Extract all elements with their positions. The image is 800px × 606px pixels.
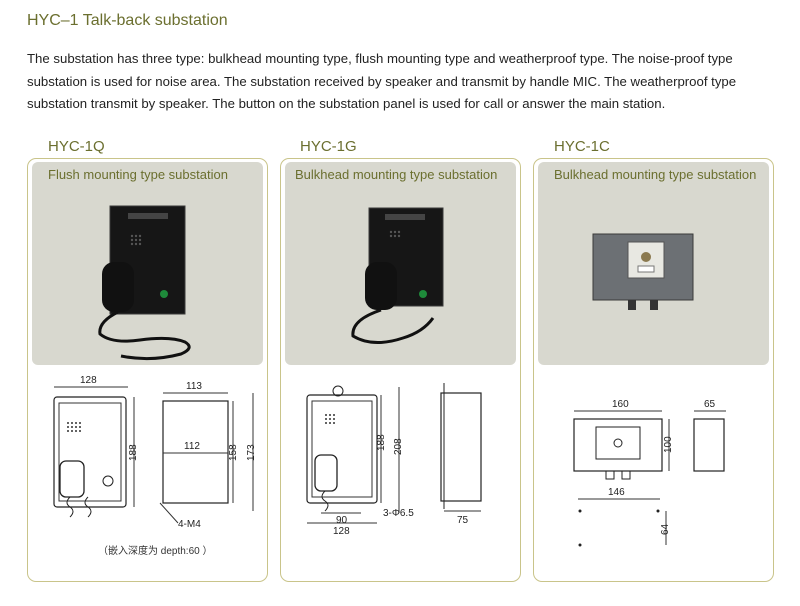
- dim-height-100: 100: [663, 436, 674, 453]
- dim-width-128: 128: [333, 526, 350, 537]
- page-title: HYC–1 Talk-back substation: [27, 12, 228, 29]
- product-card-hyc-1q: Flush mounting type substation 128 188 1…: [27, 158, 268, 582]
- dim-holes: 3-Φ6.5: [383, 508, 414, 519]
- product-subtitle: Flush mounting type substation: [48, 167, 228, 182]
- dimension-drawing-hyc-1q: 128 188 113 112 158 173 4-M4: [53, 375, 257, 530]
- product-subtitle: Bulkhead mounting type substation: [295, 167, 498, 182]
- product-card-hyc-1c: Bulkhead mounting type substation 160 10…: [533, 158, 774, 582]
- dim-width-90: 90: [336, 515, 348, 526]
- product-subtitle: Bulkhead mounting type substation: [554, 167, 757, 182]
- dim-depth-65: 65: [704, 399, 716, 410]
- dim-height-208: 208: [393, 438, 404, 455]
- dim-width-160: 160: [612, 399, 629, 410]
- bulkhead-substation-photo: [351, 207, 444, 344]
- product-card-hyc-1g: Bulkhead mounting type substation 188 20…: [280, 158, 521, 582]
- dim-width-113: 113: [186, 381, 202, 392]
- dim-width-112: 112: [184, 441, 200, 452]
- product-photo-panel: Bulkhead mounting type substation: [285, 162, 516, 365]
- product-photo-panel: Flush mounting type substation: [32, 162, 263, 365]
- dim-height-173: 173: [246, 444, 257, 461]
- dimension-drawing-hyc-1c: 160 100 65 146 64: [573, 399, 726, 547]
- model-label-hyc-1q: HYC-1Q: [48, 138, 105, 155]
- dim-depth-75: 75: [457, 515, 469, 526]
- dim-height-158: 158: [228, 444, 239, 461]
- dimension-drawing-hyc-1g: 188 208 90 128 3-Φ6.5 75: [306, 383, 482, 537]
- product-photo-panel: Bulkhead mounting type substation: [538, 162, 769, 365]
- intro-paragraph: The substation has three type: bulkhead …: [27, 51, 737, 111]
- dim-height-188: 188: [376, 434, 387, 451]
- dim-width-146: 146: [608, 487, 625, 498]
- dim-width-128: 128: [80, 375, 97, 386]
- weatherproof-substation-photo: [592, 233, 694, 310]
- dim-height-188: 188: [128, 444, 139, 461]
- model-label-hyc-1g: HYC-1G: [300, 138, 357, 155]
- dim-holes-4-m4: 4-M4: [178, 519, 201, 530]
- flush-substation-photo: [98, 205, 191, 361]
- model-label-hyc-1c: HYC-1C: [554, 138, 610, 155]
- dim-height-64: 64: [660, 523, 671, 535]
- depth-note: （嵌入深度为 depth:60 ）: [98, 546, 213, 557]
